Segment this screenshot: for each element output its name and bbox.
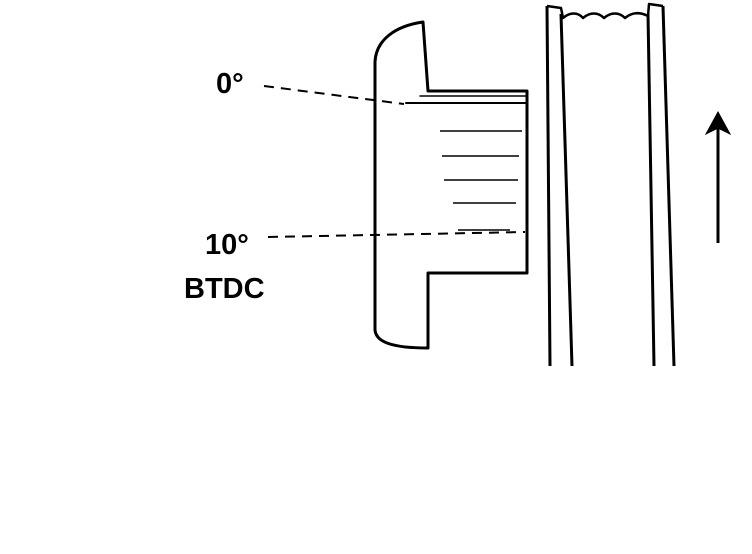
zero-leader-line (263, 85, 405, 105)
pulley-edge-right (661, 5, 676, 367)
pulley-edge-inner-right (646, 13, 656, 367)
ten-degree-label: 10° (205, 229, 249, 261)
arrow-up-icon (704, 110, 732, 243)
pulley-edge-inner-left (559, 13, 574, 367)
ten-leader-line (267, 231, 526, 238)
btdc-label: BTDC (184, 273, 265, 305)
pulley-edge-left (545, 5, 552, 367)
pulley-top-edge (546, 2, 664, 20)
crank-pulley (545, 2, 676, 367)
timing-scale (440, 130, 522, 231)
zero-degree-label: 0° (216, 68, 244, 100)
timing-plate (373, 20, 529, 350)
timing-plate-outline (373, 20, 529, 350)
leader-lines (263, 85, 526, 238)
